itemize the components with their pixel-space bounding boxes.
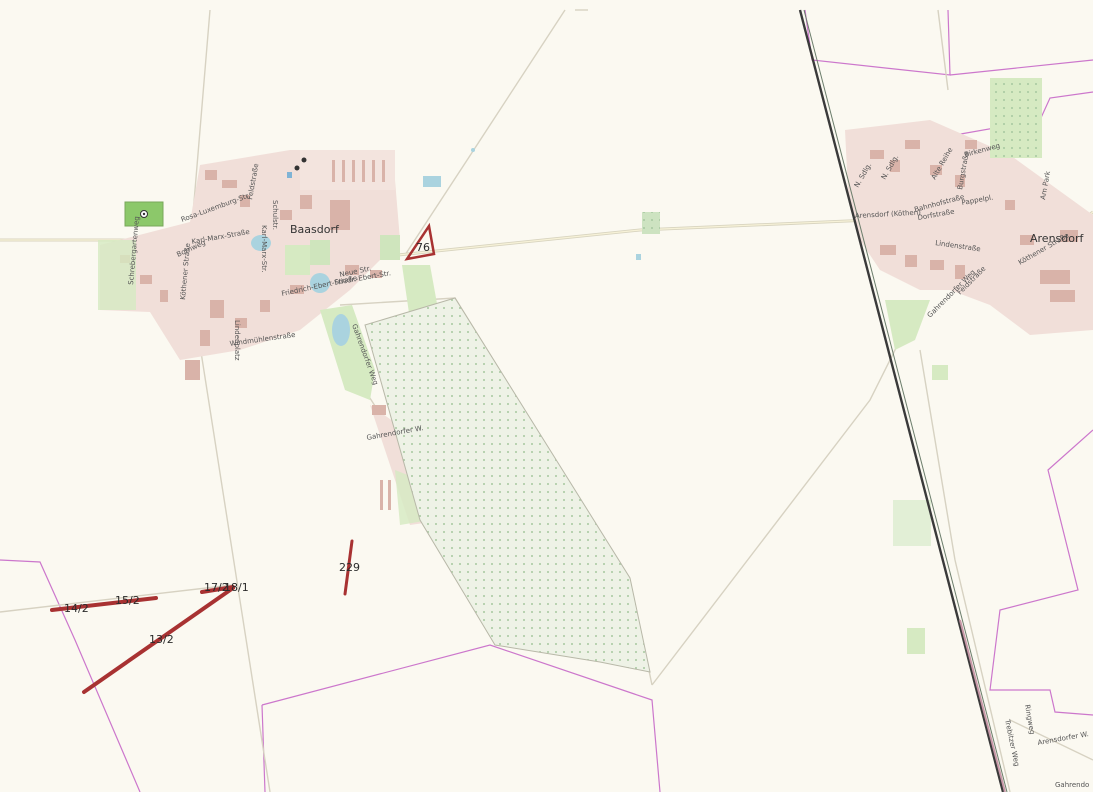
parcel-shape-17-2 <box>200 585 235 594</box>
parcel-label-17-2[interactable]: 17/2 <box>204 581 229 594</box>
soccer-field-icon[interactable] <box>140 210 148 218</box>
field-patch-3 <box>932 365 948 380</box>
parcel-label-15-2[interactable]: 15/2 <box>115 594 140 607</box>
street-label: Karl-Marx-Str. <box>260 225 268 272</box>
parcel-label-14-2[interactable]: 14/2 <box>64 602 89 615</box>
parcel-shape-76 <box>404 222 436 261</box>
place-label-baasdorf: Baasdorf <box>290 223 340 236</box>
parcel-shape-13-2 <box>82 586 235 694</box>
poi-cluster-icon[interactable] <box>287 157 307 179</box>
parcel-label-229[interactable]: 229 <box>339 561 360 574</box>
arensdorf-settlement <box>845 78 1093 350</box>
street-label: Arensdorf (Köthen) <box>855 209 922 220</box>
parcel-label-18-1[interactable]: 18/1 <box>224 581 249 594</box>
parcel-shape-229 <box>343 539 354 596</box>
parcel-shapes <box>50 222 436 694</box>
parcel-label-76[interactable]: 76 <box>416 241 430 254</box>
street-label: Gahrendo <box>1055 781 1089 789</box>
field-patch <box>893 500 931 546</box>
parcel-label-13-2[interactable]: 13/2 <box>149 633 174 646</box>
field-patch-2 <box>907 628 925 654</box>
orchard-pattern <box>364 297 651 673</box>
street-label: Schulstr. <box>271 200 279 230</box>
parcel-shape-14-2 <box>50 596 158 612</box>
place-label-arensdorf: Arensdorf <box>1030 232 1085 245</box>
small-grove-2 <box>642 212 660 234</box>
street-label: Lindenplatz <box>233 320 241 361</box>
railway <box>798 9 1008 792</box>
